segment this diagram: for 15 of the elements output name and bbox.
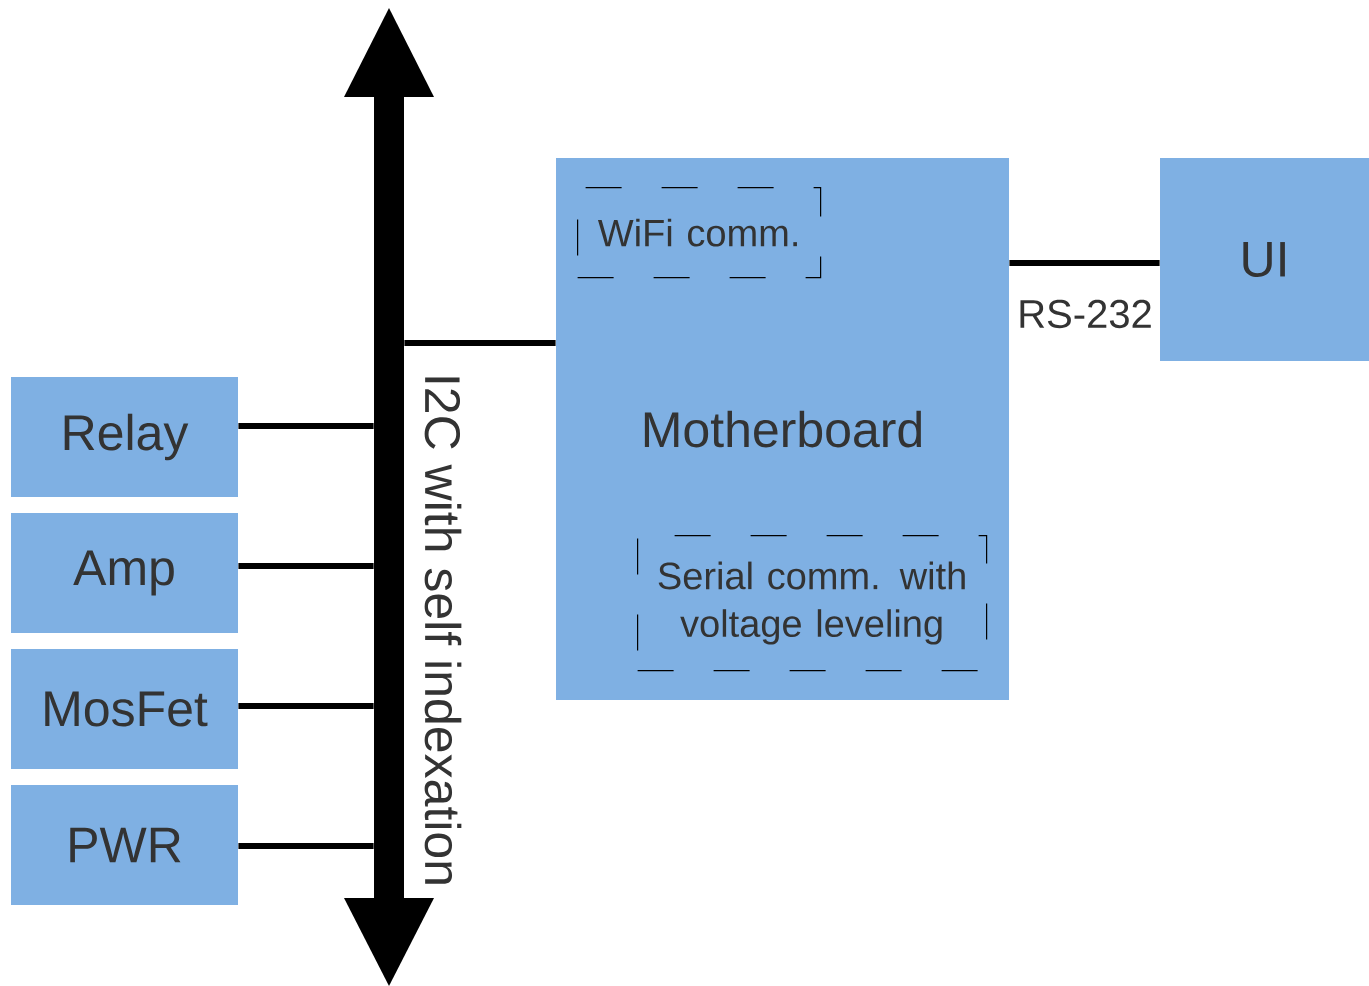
block-box: Relay — [11, 377, 238, 497]
dashed-box: WiFi comm. — [577, 187, 822, 279]
dashed-box: Serial comm. with voltage leveling — [637, 535, 988, 672]
block-box: PWR — [11, 785, 238, 905]
block-box: Amp — [11, 513, 238, 633]
edge-label: RS-232 — [1015, 297, 1155, 331]
connector-line — [404, 340, 556, 346]
bus-label: I2C with self indexation — [424, 377, 462, 884]
connector-line — [238, 563, 374, 569]
connector-line — [1009, 260, 1160, 266]
block-box: MosFet — [11, 649, 238, 769]
connector-line — [238, 703, 374, 709]
connector-line — [238, 843, 374, 849]
block-box: UI — [1160, 158, 1369, 361]
connector-line — [238, 423, 374, 429]
